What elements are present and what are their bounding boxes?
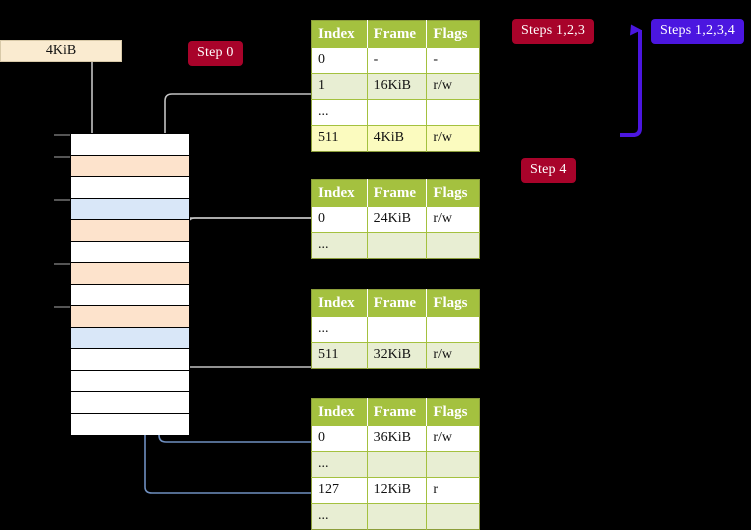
table-cell: r	[426, 477, 480, 504]
memory-frame-tick	[54, 263, 70, 265]
table-cell: 127	[311, 477, 368, 504]
memory-frame-tick	[54, 306, 70, 308]
table-cell: 32KiB	[367, 342, 428, 369]
table-cell	[427, 233, 480, 259]
table-cell: 36KiB	[367, 426, 428, 452]
badge-step-4: Step 4	[521, 158, 576, 183]
memory-frame-row	[71, 413, 189, 435]
table-row: ...	[311, 99, 480, 126]
memory-frame-row	[71, 134, 189, 156]
table-row: ...	[311, 503, 480, 530]
table-row: ...	[311, 451, 480, 478]
wire-violet-loop	[620, 24, 642, 137]
table-row: 0--	[311, 48, 480, 74]
column-header-flags: Flags	[426, 20, 480, 48]
memory-frame-row	[71, 177, 189, 199]
size-label-text: 4KiB	[45, 43, 77, 58]
column-header-frame: Frame	[367, 179, 428, 207]
table-cell: 16KiB	[367, 73, 428, 100]
column-header-frame: Frame	[367, 289, 428, 317]
table-cell: -	[367, 48, 428, 74]
memory-frame-row	[71, 392, 189, 414]
table-cell: r/w	[426, 73, 480, 100]
table-cell: 1	[311, 73, 368, 100]
table-cell: ...	[311, 99, 368, 126]
memory-frame-row	[71, 198, 189, 220]
table-cell: 0	[311, 426, 368, 452]
table-cell	[367, 99, 428, 126]
table-cell	[367, 232, 428, 259]
table-cell	[367, 503, 428, 530]
memory-frame-row	[71, 284, 189, 306]
memory-frame-row	[71, 327, 189, 349]
table-cell: ...	[311, 317, 368, 343]
size-label-4kib: 4KiB	[0, 40, 122, 62]
column-header-index: Index	[311, 20, 368, 48]
badge-step-0: Step 0	[188, 41, 243, 66]
memory-frame-row	[71, 155, 189, 177]
table-cell: ...	[311, 451, 368, 478]
table-cell: 12KiB	[367, 477, 428, 504]
table-cell: 0	[311, 207, 368, 233]
memory-frames-column	[54, 133, 190, 435]
column-header-flags: Flags	[426, 179, 480, 207]
memory-frame-tick	[54, 155, 70, 158]
memory-frame-tick	[54, 198, 70, 201]
table-cell: 0	[311, 48, 368, 74]
memory-frame-row	[71, 370, 189, 392]
memory-frame-row	[71, 241, 189, 263]
memory-frame-row	[71, 306, 189, 328]
wire-pdp-to-memory	[175, 217, 312, 253]
table-cell	[426, 99, 480, 126]
table-cell: r/w	[426, 426, 480, 452]
badge-steps-123: Steps 1,2,3	[512, 19, 595, 44]
table-cell: r/w	[433, 130, 452, 145]
column-header-flags: Flags	[426, 289, 480, 317]
table-cell: ...	[311, 503, 368, 530]
column-header-frame: Frame	[367, 20, 428, 48]
table-cell	[427, 504, 480, 530]
table-cell: 24KiB	[367, 207, 428, 233]
table-row: ...	[311, 317, 480, 343]
memory-frame-tick	[54, 134, 70, 136]
column-header-frame: Frame	[367, 398, 428, 426]
table-cell: 511	[311, 342, 368, 369]
memory-frame-row	[71, 220, 189, 242]
table-row: ...	[311, 232, 480, 259]
table-cell: -	[426, 48, 480, 74]
column-header-index: Index	[311, 398, 368, 426]
table-cell	[426, 317, 480, 343]
table-cell: r/w	[426, 207, 480, 233]
memory-frame-row	[71, 263, 189, 285]
table-cell	[426, 451, 480, 478]
badge-steps-1234: Steps 1,2,3,4	[651, 19, 744, 44]
table-cell	[367, 451, 428, 478]
table-cell	[367, 317, 428, 343]
wire-pd-to-memory	[178, 310, 312, 368]
table-cell: ...	[311, 232, 368, 259]
column-header-index: Index	[311, 179, 368, 207]
column-header-index: Index	[311, 289, 368, 317]
table-cell: 511	[311, 125, 368, 152]
table-cell: 4KiB	[367, 125, 428, 152]
column-header-flags: Flags	[426, 398, 480, 426]
table-cell: r/w	[433, 347, 452, 362]
memory-frame-row	[71, 349, 189, 371]
